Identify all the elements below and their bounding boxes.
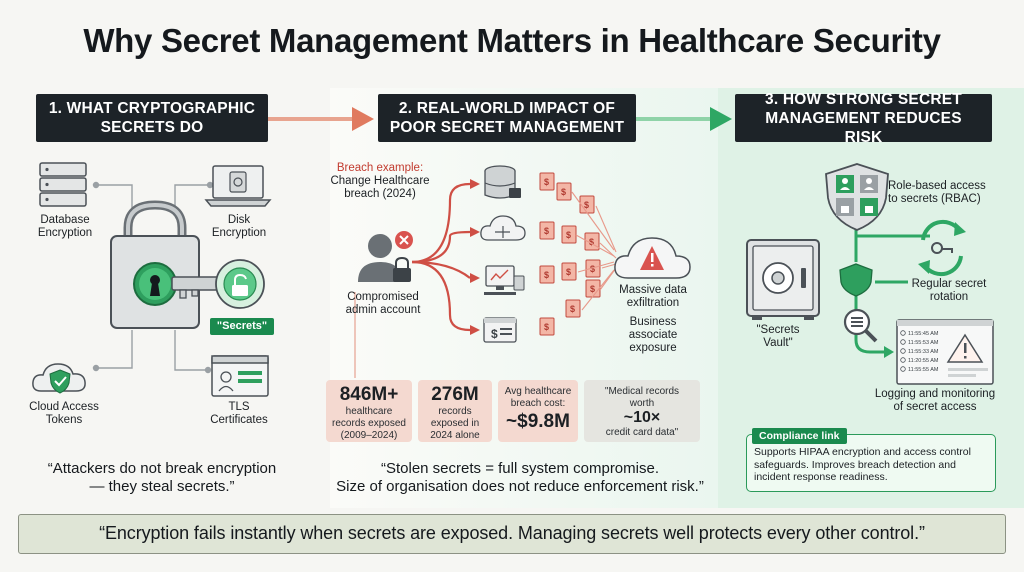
breach-flow-lines bbox=[354, 182, 471, 378]
svg-text:$: $ bbox=[589, 237, 594, 247]
stat-breach-cost: Avg healthcare breach cost: ~$9.8M bbox=[498, 380, 578, 442]
col1-quote: “Attackers do not break encryption— they… bbox=[47, 460, 277, 495]
svg-text:$: $ bbox=[544, 226, 549, 236]
svg-text:$: $ bbox=[590, 284, 595, 294]
cloud-alert-icon bbox=[614, 237, 691, 279]
stat-records-2024: 276M records exposed in 2024 alone bbox=[418, 380, 492, 442]
svg-text:$: $ bbox=[590, 264, 595, 274]
col1-connectors bbox=[92, 181, 214, 374]
col2-quote: “Stolen secrets = full system compromise… bbox=[336, 460, 704, 495]
svg-text:$: $ bbox=[566, 230, 571, 240]
compliance-text: Supports HIPAA encryption and access con… bbox=[754, 446, 971, 483]
svg-text:$: $ bbox=[584, 200, 589, 210]
svg-text:$: $ bbox=[561, 187, 566, 197]
log-time-2: 11:55:53 AM bbox=[908, 340, 939, 346]
step-2-header: 2. REAL-WORLD IMPACT OF POOR SECRET MANAG… bbox=[378, 94, 636, 142]
certificate-icon bbox=[211, 355, 269, 397]
converging-lines bbox=[571, 191, 617, 311]
svg-text:$: $ bbox=[544, 270, 549, 280]
log-time-5: 11:55:55 AM bbox=[908, 367, 939, 373]
step-1-line-2: SECRETS DO bbox=[100, 119, 204, 136]
file-dollar-marks: $ $ $ $ $ $ $ $ $ $ $ $ bbox=[544, 177, 595, 332]
workstation-target-icon bbox=[484, 265, 525, 295]
step-2-line-1: 2. REAL-WORLD IMPACT OF bbox=[398, 100, 616, 117]
log-time-4: 11:20:55 AM bbox=[908, 358, 939, 364]
compliance-tag: Compliance link bbox=[752, 428, 847, 444]
shield-icon bbox=[839, 263, 873, 297]
arrow-head-1 bbox=[352, 107, 374, 131]
cloud-target-icon bbox=[480, 215, 526, 241]
svg-text:$: $ bbox=[566, 267, 571, 277]
cloud-shield-icon bbox=[32, 363, 86, 394]
magnifier-icon bbox=[843, 308, 878, 343]
step-1-header: 1. WHAT CRYPTOGRAPHIC SECRETS DO bbox=[36, 94, 268, 142]
log-time-3: 11:55:33 AM bbox=[908, 349, 939, 355]
svg-text:$: $ bbox=[570, 304, 575, 314]
breach-arrowheads bbox=[470, 179, 480, 335]
laptop-disk-icon bbox=[204, 165, 272, 207]
arrow-head-2 bbox=[710, 107, 732, 131]
rotation-icon bbox=[918, 219, 966, 277]
logging-arrowhead bbox=[884, 346, 894, 358]
secrets-badge: "Secrets" bbox=[210, 318, 274, 335]
arrow-step2-to-step3 bbox=[636, 117, 712, 121]
database-target-icon bbox=[484, 165, 521, 199]
bottom-banner: “Encryption fails instantly when secrets… bbox=[18, 514, 1006, 554]
compromised-user-icon bbox=[358, 231, 413, 282]
padlock-icon bbox=[110, 200, 200, 329]
step-3-line-1: 3. HOW STRONG SECRET bbox=[765, 90, 962, 108]
svg-text:$: $ bbox=[544, 322, 549, 332]
stat-medical-records-value: "Medical records worth ~10× credit card … bbox=[584, 380, 700, 442]
arrow-step1-to-step2 bbox=[268, 117, 354, 121]
stat-records-exposed: 846M+ healthcare records exposed (2009–2… bbox=[326, 380, 412, 442]
step-3-line-2: MANAGEMENT REDUCES RISK bbox=[765, 109, 962, 146]
key-icon bbox=[171, 259, 265, 309]
step-2-line-2: POOR SECRET MANAGEMENT bbox=[389, 119, 625, 136]
document-target-icon: $ bbox=[483, 317, 517, 343]
page-title: Why Secret Management Matters in Healthc… bbox=[83, 22, 941, 59]
log-time-1: 11:55:45 AM bbox=[908, 331, 939, 337]
step-1-line-1: 1. WHAT CRYPTOGRAPHIC bbox=[48, 100, 256, 117]
vault-safe-icon bbox=[746, 239, 820, 320]
rbac-shield-icon bbox=[825, 163, 889, 231]
svg-text:$: $ bbox=[491, 327, 498, 341]
svg-text:$: $ bbox=[544, 177, 549, 187]
log-entry-markers bbox=[900, 330, 906, 372]
database-server-icon bbox=[39, 162, 87, 207]
log-monitor-icon bbox=[896, 319, 994, 385]
log-entry-times: 11:55:45 AM 11:55:53 AM 11:55:33 AM 11:2… bbox=[908, 331, 939, 373]
